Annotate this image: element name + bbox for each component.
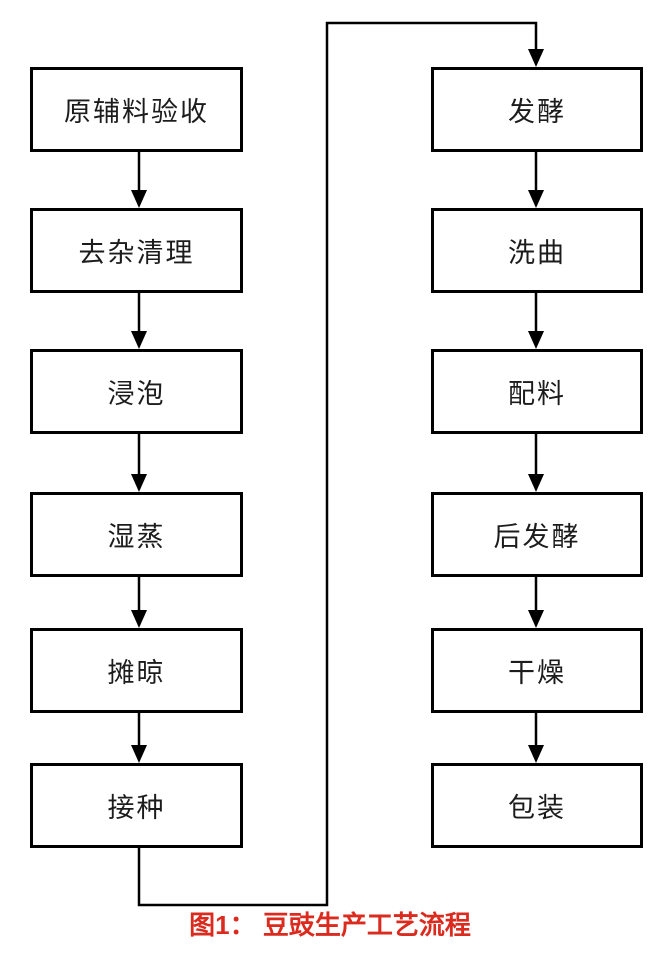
flow-step-label: 发酵 (508, 97, 566, 127)
arrowhead-icon (528, 331, 544, 349)
flow-step-right-2: 洗曲 (431, 208, 643, 293)
flow-step-left-4: 湿蒸 (30, 492, 243, 577)
flow-step-label: 浸泡 (107, 379, 166, 409)
flow-step-left-6: 接种 (30, 763, 243, 848)
figure-caption: 图1： 豆豉生产工艺流程 (189, 910, 471, 940)
flow-step-right-6: 包装 (431, 763, 643, 848)
arrowhead-icon (528, 745, 544, 763)
flow-step-right-1: 发酵 (431, 67, 643, 152)
arrowhead-icon (131, 610, 147, 628)
arrowhead-icon (131, 474, 147, 492)
arrowhead-icon (131, 331, 147, 349)
arrowhead-icon (131, 745, 147, 763)
arrowhead-icon (528, 610, 544, 628)
flow-step-label: 去杂清理 (78, 238, 195, 268)
flow-step-right-5: 干燥 (431, 628, 643, 713)
arrowhead-icon (131, 190, 147, 208)
flow-step-label: 干燥 (508, 658, 566, 688)
flow-step-label: 配料 (508, 379, 566, 409)
flow-step-label: 包装 (508, 793, 566, 823)
arrowhead-icon (528, 190, 544, 208)
column-connector-line (137, 21, 538, 907)
flow-step-left-2: 去杂清理 (30, 208, 243, 293)
flow-step-label: 接种 (107, 793, 166, 823)
flow-step-left-5: 摊晾 (30, 628, 243, 713)
flow-step-label: 湿蒸 (107, 522, 166, 552)
flow-step-label: 原辅料验收 (64, 97, 209, 127)
arrowhead-icon (528, 474, 544, 492)
flow-step-right-4: 后发酵 (431, 492, 643, 577)
flow-step-label: 后发酵 (493, 522, 581, 552)
flow-step-right-3: 配料 (431, 349, 643, 434)
flow-step-left-1: 原辅料验收 (30, 67, 243, 152)
flow-step-label: 洗曲 (508, 238, 566, 268)
flow-step-left-3: 浸泡 (30, 349, 243, 434)
flow-step-label: 摊晾 (107, 658, 166, 688)
arrowhead-icon (528, 49, 544, 67)
